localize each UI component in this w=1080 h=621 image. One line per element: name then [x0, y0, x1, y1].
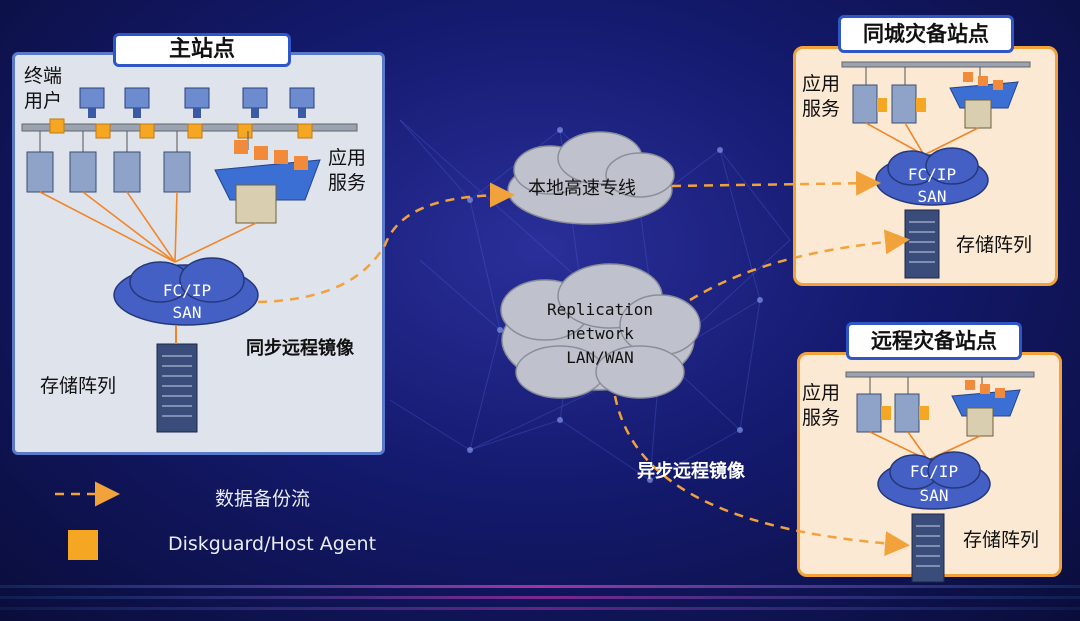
- app-service-icon: [951, 377, 1021, 437]
- main-site-panel: [12, 52, 385, 455]
- local-dr-san-label-line2: SAN: [917, 187, 947, 206]
- replication-cloud-label-line2: network: [566, 324, 634, 343]
- remote-dr-site-title: 远程灾备站点: [846, 322, 1022, 360]
- main-site-title: 主站点: [113, 33, 291, 67]
- san-label-line2: SAN: [172, 303, 202, 322]
- terminal-users-label: 终端 用户: [24, 64, 62, 114]
- remote-dr-storage-label: 存储阵列: [963, 529, 1040, 551]
- network-bus: [841, 61, 1031, 68]
- app-service-label-line2: 服务: [328, 172, 367, 194]
- replication-cloud-icon: [500, 263, 701, 399]
- server-icon: [852, 67, 926, 124]
- storage-array-icon: [904, 209, 940, 279]
- legend-agent-label: Diskguard/Host Agent: [168, 533, 377, 555]
- replication-cloud-label: Replication network LAN/WAN: [520, 298, 680, 370]
- local-dr-storage-label: 存储阵列: [956, 234, 1033, 256]
- data-flow-arrow: [257, 170, 910, 557]
- local-line-cloud-label: 本地高速专线: [528, 178, 636, 199]
- storage-array-icon: [911, 513, 945, 583]
- remote-dr-app-service-label-line1: 应用: [802, 382, 841, 404]
- local-line-cloud-icon: [507, 131, 675, 225]
- workstation-icon: [79, 87, 315, 118]
- replication-cloud-label-line3: LAN/WAN: [566, 348, 634, 367]
- legend-data-flow-label: 数据备份流: [215, 488, 311, 510]
- app-service-icon: [214, 131, 321, 224]
- network-bus: [845, 371, 1035, 378]
- app-service-label-line1: 应用: [328, 147, 367, 169]
- local-dr-site-title: 同城灾备站点: [838, 15, 1014, 53]
- fc-link: [39, 191, 257, 263]
- terminal-users-label-line1: 终端: [24, 65, 63, 87]
- remote-dr-san-label-line2: SAN: [919, 486, 949, 505]
- server-icon: [856, 377, 929, 433]
- local-dr-app-service-label: 应用 服务: [802, 72, 840, 122]
- fc-link: [865, 122, 979, 156]
- replication-cloud-label-line1: Replication: [547, 300, 653, 319]
- remote-dr-app-service-label-line2: 服务: [802, 407, 841, 429]
- legend-agent-square-icon: [68, 530, 98, 560]
- local-dr-app-service-label-line1: 应用: [802, 73, 841, 95]
- remote-dr-app-service-label: 应用 服务: [802, 381, 840, 431]
- remote-dr-san-label: FC/IP SAN: [902, 460, 966, 508]
- storage-array-label: 存储阵列: [40, 375, 117, 397]
- terminal-users-label-line2: 用户: [24, 90, 63, 112]
- san-cloud-icon: [875, 147, 989, 206]
- sync-mirror-label: 同步远程镜像: [246, 338, 354, 359]
- local-dr-san-label: FC/IP SAN: [900, 164, 964, 208]
- san-cloud-icon: [113, 257, 259, 326]
- san-label: FC/IP SAN: [157, 280, 217, 324]
- remote-dr-san-label-line1: FC/IP: [909, 462, 959, 481]
- local-dr-san-label-line1: FC/IP: [907, 165, 957, 184]
- app-service-label: 应用 服务: [328, 146, 366, 196]
- san-cloud-icon: [877, 451, 991, 510]
- app-service-icon: [949, 67, 1019, 129]
- san-label-line1: FC/IP: [162, 281, 212, 300]
- agent-square-icon: [49, 118, 313, 139]
- storage-array-icon: [156, 343, 198, 433]
- async-mirror-label: 异步远程镜像: [637, 461, 745, 482]
- local-dr-app-service-label-line2: 服务: [802, 98, 841, 120]
